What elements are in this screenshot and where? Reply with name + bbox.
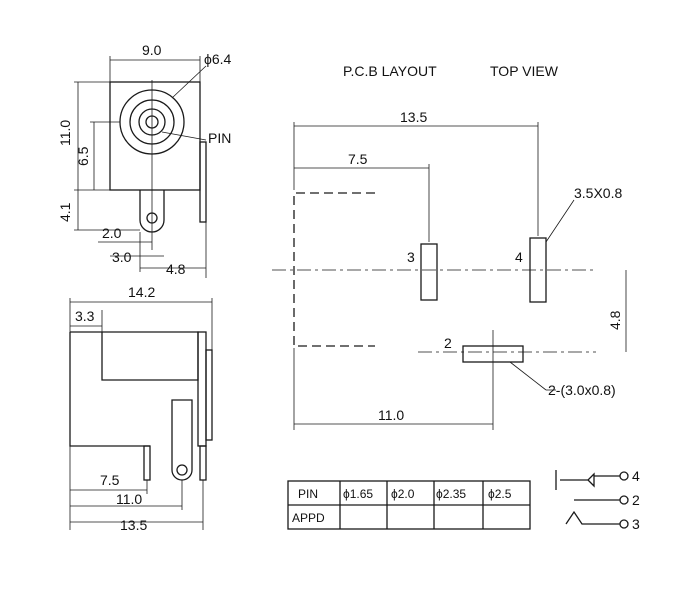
dim-pcb-pin3: 7.5	[348, 151, 368, 167]
pcb-pin4-label: 4	[515, 249, 523, 265]
dim-pcb-overall: 13.5	[400, 109, 427, 125]
side-front-lip	[205, 349, 213, 441]
pin-table-header-2: ϕ2.0	[391, 487, 415, 501]
front-bottom-pin	[139, 190, 165, 233]
side-body-left	[69, 332, 150, 447]
schematic-pin3-label: 3	[632, 516, 640, 532]
front-view: 9.0 ϕ6.4 PIN 11.0 6.5 4.1 2.0 3.0 4.8	[57, 42, 232, 278]
side-pin-b-hole	[176, 464, 188, 476]
front-body-outline	[109, 81, 201, 191]
side-step	[70, 331, 199, 381]
front-bottom-pin-hole	[146, 212, 158, 224]
schematic-symbol: 4 2 3	[555, 468, 640, 532]
schematic-terminal-2	[619, 495, 629, 505]
schematic-pin4-label: 4	[632, 468, 640, 484]
front-side-pin	[199, 141, 207, 223]
schematic-terminal-4	[619, 471, 629, 481]
dim-front-diameter: ϕ6.4	[204, 51, 232, 67]
pcb-slot-pin4	[529, 237, 547, 303]
pcb-pin2-label: 2	[444, 335, 452, 351]
pcb-layout: P.C.B LAYOUT TOP VIEW 3 4 2 13.5 7.5 3.5…	[272, 63, 627, 430]
schematic-terminal-3	[619, 519, 629, 529]
dim-pin-offset-b: 3.0	[112, 249, 132, 265]
pcb-layout-title: P.C.B LAYOUT	[343, 63, 437, 79]
dim-pcb-slot-pair: 2-(3.0x0.8)	[548, 382, 616, 398]
dim-pin-offset-c: 4.8	[166, 261, 186, 277]
dim-side-step: 3.3	[75, 308, 95, 324]
pcb-slot-pin3	[420, 243, 438, 301]
dim-front-height: 11.0	[57, 120, 73, 146]
pin-table-header-4: ϕ2.5	[488, 487, 512, 501]
schematic-tip	[560, 472, 595, 488]
side-view: 14.2 3.3 7.5 11.0 13.5	[69, 284, 213, 533]
dim-pcb-slot-size: 3.5X0.8	[574, 185, 622, 201]
dim-pcb-vertical: 4.8	[607, 310, 623, 330]
side-pin-b	[171, 399, 193, 481]
pin-table: PIN ϕ1.65 ϕ2.0 ϕ2.35 ϕ2.5 APPD	[287, 480, 531, 530]
pin-table-header-pin: PIN	[298, 487, 318, 501]
dim-front-pin-length: 4.1	[57, 202, 73, 222]
dim-pin-offset-a: 2.0	[102, 225, 122, 241]
pin-table-header-3: ϕ2.35	[436, 487, 466, 501]
dim-side-pin-b: 11.0	[116, 491, 142, 507]
side-pin-c	[199, 445, 207, 481]
pcb-body-outline	[293, 192, 375, 347]
schematic-pin2-label: 2	[632, 492, 640, 508]
side-pin-a	[143, 445, 151, 481]
pin-label: PIN	[208, 130, 231, 146]
dim-front-center-height: 6.5	[75, 146, 91, 166]
dim-side-length: 14.2	[128, 284, 155, 300]
pin-table-row-label: APPD	[292, 511, 325, 525]
dim-pcb-pin2: 11.0	[378, 407, 404, 423]
pcb-pin3-label: 3	[407, 249, 415, 265]
dim-side-pin-c: 13.5	[120, 517, 147, 533]
pin-table-header-1: ϕ1.65	[343, 487, 373, 501]
dim-side-pin-a: 7.5	[100, 472, 120, 488]
side-front-flange	[197, 331, 207, 447]
top-view-title: TOP VIEW	[490, 63, 559, 79]
dim-front-width: 9.0	[142, 42, 162, 58]
